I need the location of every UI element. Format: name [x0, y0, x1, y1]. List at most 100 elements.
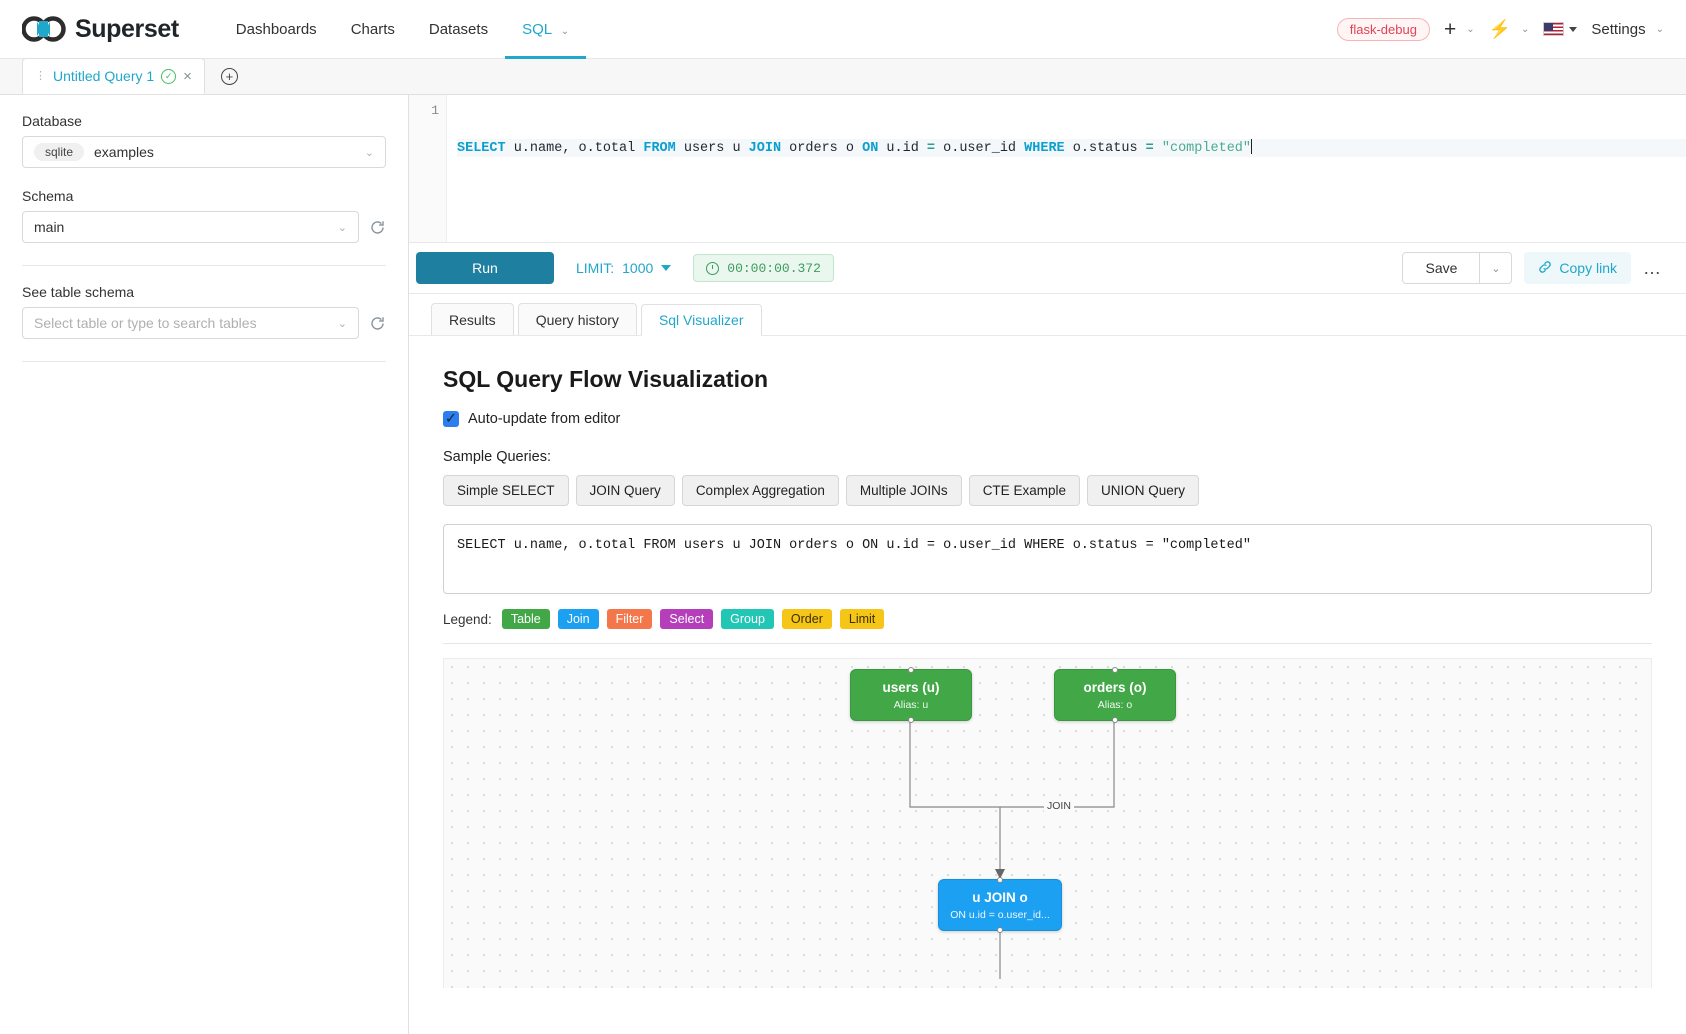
- nav-link-datasets[interactable]: Datasets: [412, 0, 505, 59]
- chevron-down-icon: ⌄: [1466, 23, 1475, 35]
- editor-code-area[interactable]: SELECT u.name, o.total FROM users u JOIN…: [447, 95, 1686, 242]
- overflow-menu-icon[interactable]: …: [1643, 257, 1662, 278]
- quick-actions-button[interactable]: ⚡ ⌄: [1489, 20, 1530, 38]
- triangle-down-icon: [661, 265, 672, 271]
- node-subtitle: Alias: u: [893, 698, 929, 711]
- legend-badge-limit: Limit: [839, 609, 885, 629]
- table-select[interactable]: Select table or type to search tables ⌄: [22, 307, 359, 339]
- sample-btn-multiple-joins[interactable]: Multiple JOINs: [845, 475, 962, 506]
- node-title: orders (o): [1083, 679, 1147, 695]
- chevron-down-icon: ⌄: [337, 317, 347, 330]
- tab-results[interactable]: Results: [431, 303, 514, 335]
- nav-label: Dashboards: [235, 20, 317, 38]
- token-userid: o.user_id: [935, 141, 1025, 156]
- sample-btn-cte-example[interactable]: CTE Example: [968, 475, 1080, 506]
- toolbar-right-group: Save ⌄ Copy link …: [1402, 252, 1662, 284]
- database-value: examples: [94, 144, 154, 160]
- refresh-tables-icon[interactable]: [369, 315, 386, 332]
- nav-link-charts[interactable]: Charts: [334, 0, 412, 59]
- top-navbar: Superset Dashboards Charts Datasets SQL …: [0, 0, 1686, 59]
- refresh-schema-icon[interactable]: [369, 219, 386, 236]
- table-placeholder: Select table or type to search tables: [34, 315, 257, 331]
- query-flow-graph[interactable]: users (u) Alias: u orders (o) Alias: o J…: [443, 658, 1652, 988]
- new-menu-button[interactable]: + ⌄: [1444, 19, 1475, 40]
- close-icon[interactable]: ×: [183, 67, 192, 85]
- drag-handle-icon[interactable]: ⋮: [35, 69, 46, 82]
- node-subtitle: Alias: o: [1097, 698, 1133, 711]
- token-users: users u: [675, 141, 749, 156]
- sql-visualizer-pane: SQL Query Flow Visualization ✓ Auto-upda…: [409, 336, 1686, 1034]
- us-flag-icon: [1543, 22, 1565, 36]
- node-subtitle: ON u.id = o.user_id...: [950, 908, 1050, 921]
- node-port-top: [908, 667, 914, 673]
- sample-query-buttons: Simple SELECT JOIN Query Complex Aggrega…: [443, 475, 1652, 506]
- chevron-down-icon: ⌄: [337, 221, 347, 234]
- schema-select[interactable]: main ⌄: [22, 211, 359, 243]
- sql-editor[interactable]: 1 SELECT u.name, o.total FROM users u JO…: [409, 95, 1686, 247]
- tab-sql-visualizer[interactable]: Sql Visualizer: [640, 304, 762, 336]
- superset-logo-icon: [21, 16, 66, 42]
- schema-value: main: [34, 219, 65, 235]
- database-select[interactable]: sqlite examples ⌄: [22, 136, 386, 168]
- page-title: SQL Query Flow Visualization: [443, 366, 769, 392]
- chevron-down-icon: ⌄: [560, 25, 570, 37]
- copy-link-label: Copy link: [1559, 260, 1617, 276]
- sample-btn-simple-select[interactable]: Simple SELECT: [443, 475, 569, 506]
- save-group: Save ⌄: [1402, 252, 1513, 284]
- language-selector[interactable]: [1543, 22, 1578, 36]
- graph-node-join[interactable]: u JOIN o ON u.id = o.user_id...: [938, 877, 1062, 933]
- nav-link-sql[interactable]: SQL ⌄: [505, 0, 587, 59]
- editor-gutter: 1: [409, 95, 447, 242]
- status-success-icon: ✓: [161, 68, 177, 84]
- right-content: 1 SELECT u.name, o.total FROM users u JO…: [409, 95, 1686, 1034]
- legend-badge-order: Order: [781, 609, 832, 629]
- query-tab-untitled-query-1[interactable]: ⋮ Untitled Query 1 ✓ ×: [22, 58, 205, 94]
- save-button[interactable]: Save: [1402, 252, 1481, 284]
- main-split: Database sqlite examples ⌄ Schema main ⌄: [0, 95, 1686, 1034]
- legend-badge-select: Select: [660, 609, 714, 629]
- token-orders: orders o: [781, 141, 863, 156]
- graph-node-users[interactable]: users (u) Alias: u: [850, 667, 972, 723]
- token-join: JOIN: [748, 141, 782, 156]
- graph-node-orders[interactable]: orders (o) Alias: o: [1054, 667, 1176, 723]
- node-port-top: [997, 877, 1003, 883]
- copy-link-button[interactable]: Copy link: [1524, 252, 1631, 284]
- node-title: users (u): [882, 679, 940, 695]
- sample-btn-union-query[interactable]: UNION Query: [1086, 475, 1199, 506]
- auto-update-checkbox[interactable]: ✓: [443, 411, 459, 427]
- sample-btn-join-query[interactable]: JOIN Query: [575, 475, 675, 506]
- table-schema-label: See table schema: [22, 284, 135, 300]
- query-tab-bar: ⋮ Untitled Query 1 ✓ × +: [0, 58, 1686, 95]
- editor-toolbar: Run LIMIT: 1000 00:00:00.372 Save ⌄: [409, 243, 1686, 294]
- limit-dropdown[interactable]: LIMIT: 1000: [576, 260, 672, 276]
- tab-query-history[interactable]: Query history: [517, 303, 637, 335]
- token-status: o.status: [1064, 141, 1146, 156]
- add-query-tab-button[interactable]: +: [205, 58, 254, 94]
- clock-icon: [706, 261, 720, 275]
- settings-label: Settings: [1591, 20, 1646, 38]
- graph-edge-label-join: JOIN: [1044, 800, 1074, 812]
- chevron-down-icon: ⌄: [364, 146, 374, 159]
- table-row: Select table or type to search tables ⌄: [22, 307, 386, 339]
- bolt-icon: ⚡: [1488, 19, 1512, 39]
- sidebar-divider: [22, 265, 386, 266]
- visualizer-sql-input[interactable]: [443, 524, 1652, 594]
- legend-label: Legend:: [443, 611, 492, 627]
- run-button[interactable]: Run: [416, 252, 554, 284]
- token-eq1: =: [926, 141, 936, 156]
- link-icon: [1538, 260, 1552, 277]
- result-tabs: Results Query history Sql Visualizer: [409, 294, 1686, 336]
- editor-line-1: SELECT u.name, o.total FROM users u JOIN…: [457, 139, 1686, 157]
- node-port-bottom: [997, 927, 1003, 933]
- brand-logo-group[interactable]: Superset: [21, 15, 179, 44]
- sample-btn-complex-aggregation[interactable]: Complex Aggregation: [681, 475, 839, 506]
- nav-link-dashboards[interactable]: Dashboards: [219, 0, 334, 59]
- token-where: WHERE: [1024, 141, 1065, 156]
- triangle-down-icon: [1569, 26, 1578, 32]
- auto-update-label: Auto-update from editor: [468, 411, 621, 427]
- save-dropdown-button[interactable]: ⌄: [1480, 252, 1513, 284]
- nav-label: Charts: [350, 20, 395, 38]
- settings-menu[interactable]: Settings ⌄: [1591, 21, 1664, 38]
- token-on: ON: [862, 141, 879, 156]
